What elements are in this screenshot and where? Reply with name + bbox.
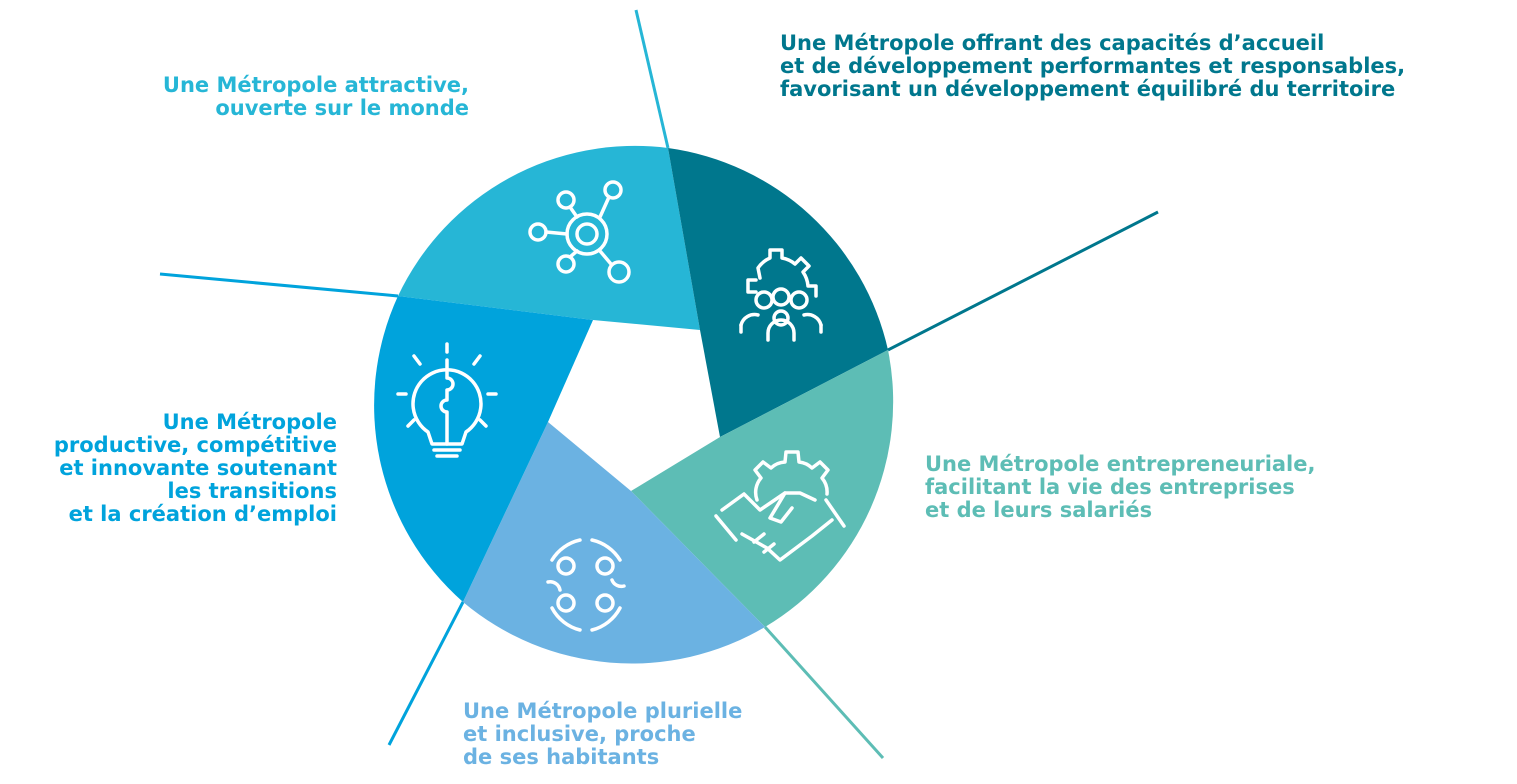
- team-gear-icon: [739, 248, 823, 342]
- label-productive: Une Métropole productive, compétitive et…: [54, 411, 337, 526]
- label-line: Une Métropole entrepreneuriale,: [925, 452, 1316, 476]
- label-attractive: Une Métropole attractive, ouverte sur le…: [163, 74, 469, 120]
- label-line: Une Métropole plurielle: [463, 699, 743, 723]
- segment-accueil: [668, 148, 888, 437]
- label-line: Une Métropole: [162, 410, 337, 434]
- label-line: les transitions: [167, 479, 337, 503]
- community-circle-icon: [546, 538, 626, 632]
- segment-attractive: [398, 145, 700, 330]
- label-line: Une Métropole offrant des capacités d’ac…: [780, 31, 1325, 55]
- label-line: et innovante soutenant: [59, 456, 337, 480]
- handshake-gear-icon: [714, 450, 846, 562]
- divider-line-accueil-entreprise: [887, 210, 1159, 352]
- label-line: et de leurs salariés: [925, 498, 1153, 522]
- divider-line-productive-attractive: [159, 272, 399, 298]
- label-line: de ses habitants: [463, 745, 660, 769]
- label-line: productive, compétitive: [53, 433, 337, 457]
- label-line: et la création d’emploi: [68, 502, 337, 526]
- segment-entreprise: [631, 350, 894, 627]
- divider-line-plurielle-productive: [387, 601, 465, 746]
- label-accueil: Une Métropole offrant des capacités d’ac…: [780, 32, 1405, 101]
- divider-line-entreprise-plurielle: [763, 625, 885, 760]
- label-line: et inclusive, proche: [463, 722, 696, 746]
- lightbulb-puzzle-icon: [396, 342, 498, 458]
- label-line: Une Métropole attractive,: [162, 73, 469, 97]
- segment-productive: [374, 296, 593, 602]
- divider-line-attractive-accueil: [634, 9, 670, 149]
- segment-plurielle: [463, 422, 765, 664]
- network-icon: [528, 180, 631, 284]
- label-line: facilitant la vie des entreprises: [925, 475, 1295, 499]
- label-line: ouverte sur le monde: [215, 96, 469, 120]
- label-line: et de développement performantes et resp…: [780, 54, 1406, 78]
- label-line: favorisant un développement équilibré du…: [780, 77, 1396, 101]
- label-plurielle: Une Métropole plurielle et inclusive, pr…: [463, 700, 742, 769]
- label-entreprise: Une Métropole entrepreneuriale, facilita…: [925, 453, 1315, 522]
